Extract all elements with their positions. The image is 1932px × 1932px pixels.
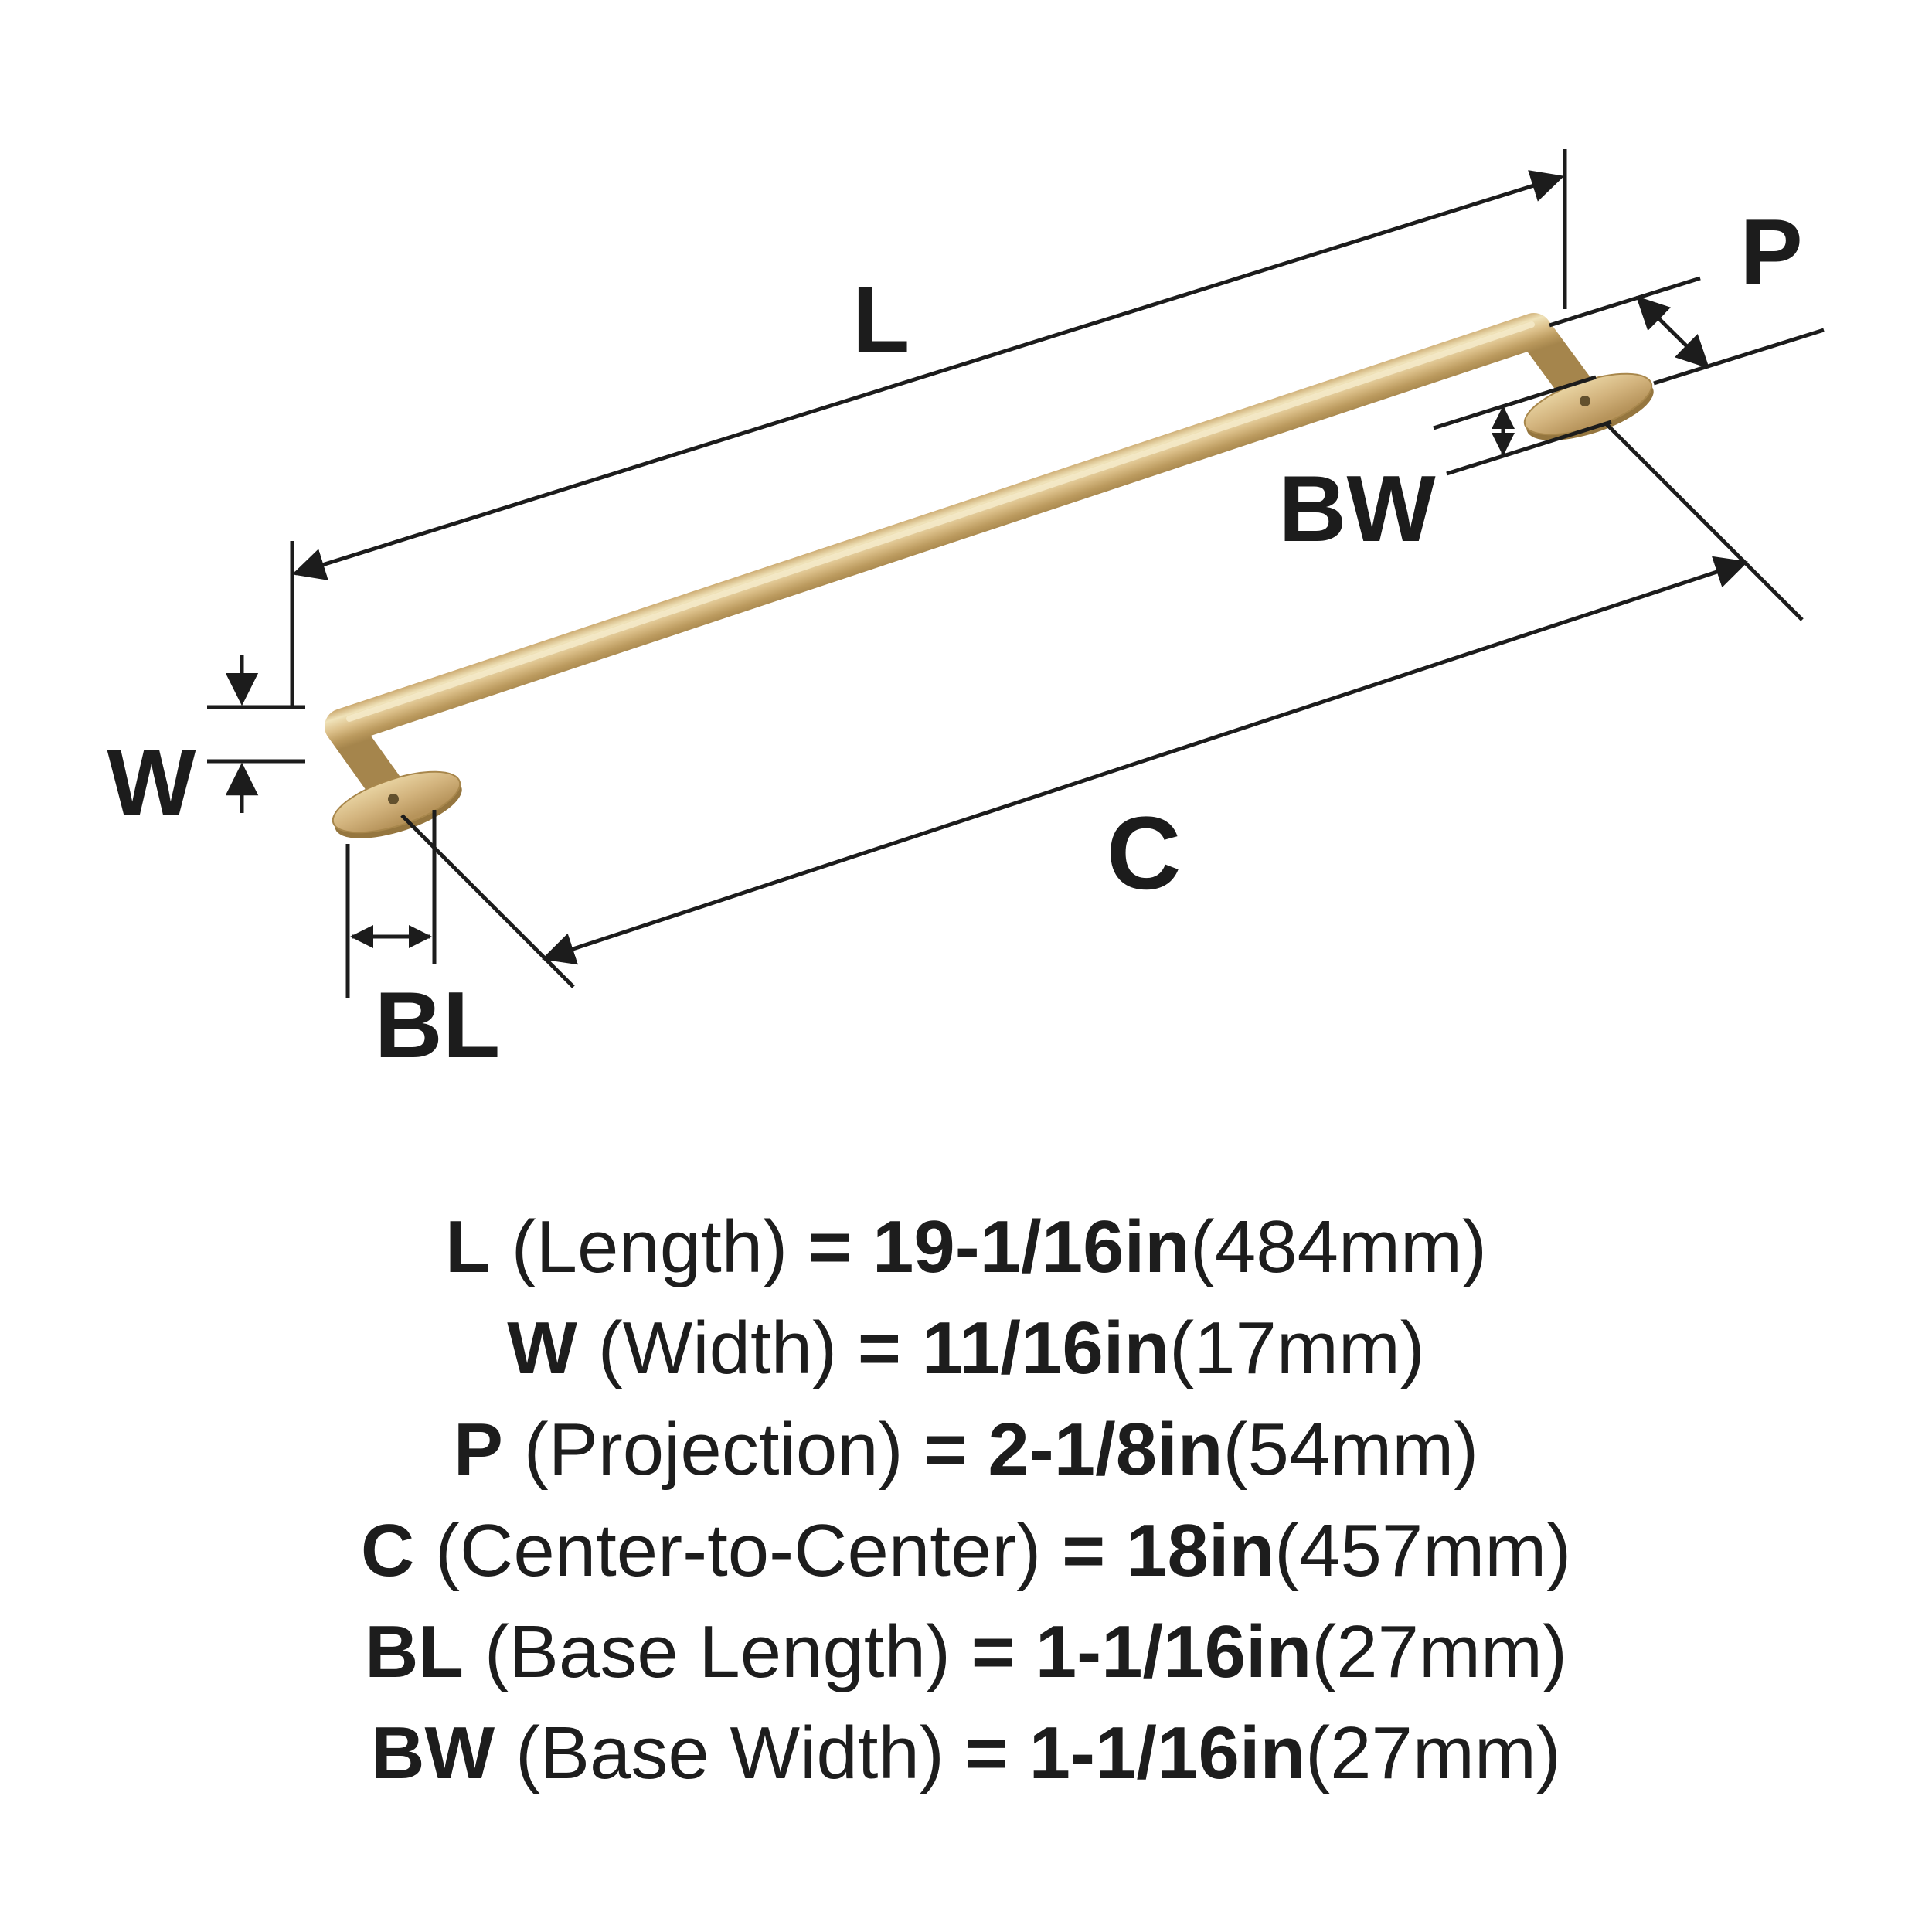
spec-row-length: L(Length)=19-1/16in(484mm)	[0, 1196, 1932, 1298]
spec-value-metric: (484mm)	[1189, 1206, 1487, 1288]
spec-equals: =	[857, 1307, 901, 1389]
center-ext-line-right	[1604, 422, 1804, 621]
projection-dim-line	[1635, 296, 1710, 369]
spec-value-imperial: 1-1/16in	[1035, 1611, 1312, 1693]
spec-value-imperial: 19-1/16in	[872, 1206, 1190, 1288]
spec-row-projection: P(Projection)=2-1/8in(54mm)	[0, 1399, 1932, 1500]
spec-name: (Projection)	[523, 1408, 903, 1491]
spec-value-imperial: 18in	[1126, 1509, 1275, 1592]
dim-label-base-length: BL	[375, 972, 501, 1077]
spec-equals: =	[971, 1611, 1015, 1693]
spec-value-metric: (27mm)	[1305, 1712, 1561, 1794]
spec-key: BW	[371, 1712, 495, 1794]
length-dim-line	[291, 170, 1565, 580]
base-width-ext-line-lower	[1446, 420, 1612, 476]
spec-key: C	[360, 1509, 415, 1592]
spec-key: L	[445, 1206, 491, 1288]
projection-ext-line-lower	[1653, 328, 1825, 386]
projection-ext-line-upper	[1549, 276, 1701, 328]
dimension-spec-list: L(Length)=19-1/16in(484mm) W(Width)=11/1…	[0, 1196, 1932, 1804]
spec-value-metric: (457mm)	[1274, 1509, 1572, 1592]
right-base-flange	[1523, 372, 1654, 440]
spec-equals: =	[923, 1408, 968, 1491]
spec-equals: =	[964, 1712, 1009, 1794]
spec-key: W	[507, 1307, 577, 1389]
spec-equals: =	[1062, 1509, 1106, 1592]
spec-value-metric: (27mm)	[1311, 1611, 1567, 1693]
spec-name: (Center-to-Center)	[435, 1509, 1042, 1592]
dim-label-width: W	[107, 730, 196, 835]
spec-value-imperial: 1-1/16in	[1029, 1712, 1306, 1794]
spec-key: P	[453, 1408, 503, 1491]
base-width-ext-line-upper	[1433, 375, 1597, 430]
spec-value-metric: (54mm)	[1223, 1408, 1479, 1491]
spec-row-base-length: BL(Base Length)=1-1/16in(27mm)	[0, 1601, 1932, 1702]
spec-name: (Length)	[511, 1206, 788, 1288]
spec-row-base-width: BW(Base Width)=1-1/16in(27mm)	[0, 1702, 1932, 1804]
center-ext-line-left	[400, 814, 575, 988]
handle-bar	[325, 313, 1606, 820]
dim-label-length: L	[852, 267, 910, 372]
spec-key: BL	[365, 1611, 464, 1693]
spec-name: (Width)	[597, 1307, 838, 1389]
dim-label-center-to-center: C	[1107, 796, 1182, 911]
spec-row-center-to-center: C(Center-to-Center)=18in(457mm)	[0, 1500, 1932, 1601]
spec-name: (Base Width)	[515, 1712, 944, 1794]
spec-name: (Base Length)	[484, 1611, 951, 1693]
spec-row-width: W(Width)=11/16in(17mm)	[0, 1298, 1932, 1399]
spec-equals: =	[808, 1206, 852, 1288]
dim-label-projection: P	[1740, 199, 1802, 304]
spec-value-imperial: 11/16in	[921, 1307, 1170, 1389]
left-base-center-dot	[388, 794, 399, 804]
right-base-center-dot	[1580, 396, 1590, 406]
spec-value-metric: (17mm)	[1169, 1307, 1425, 1389]
spec-value-imperial: 2-1/8in	[988, 1408, 1223, 1491]
dim-label-base-width: BW	[1278, 456, 1436, 561]
center-to-center-dim-line	[541, 556, 1749, 965]
